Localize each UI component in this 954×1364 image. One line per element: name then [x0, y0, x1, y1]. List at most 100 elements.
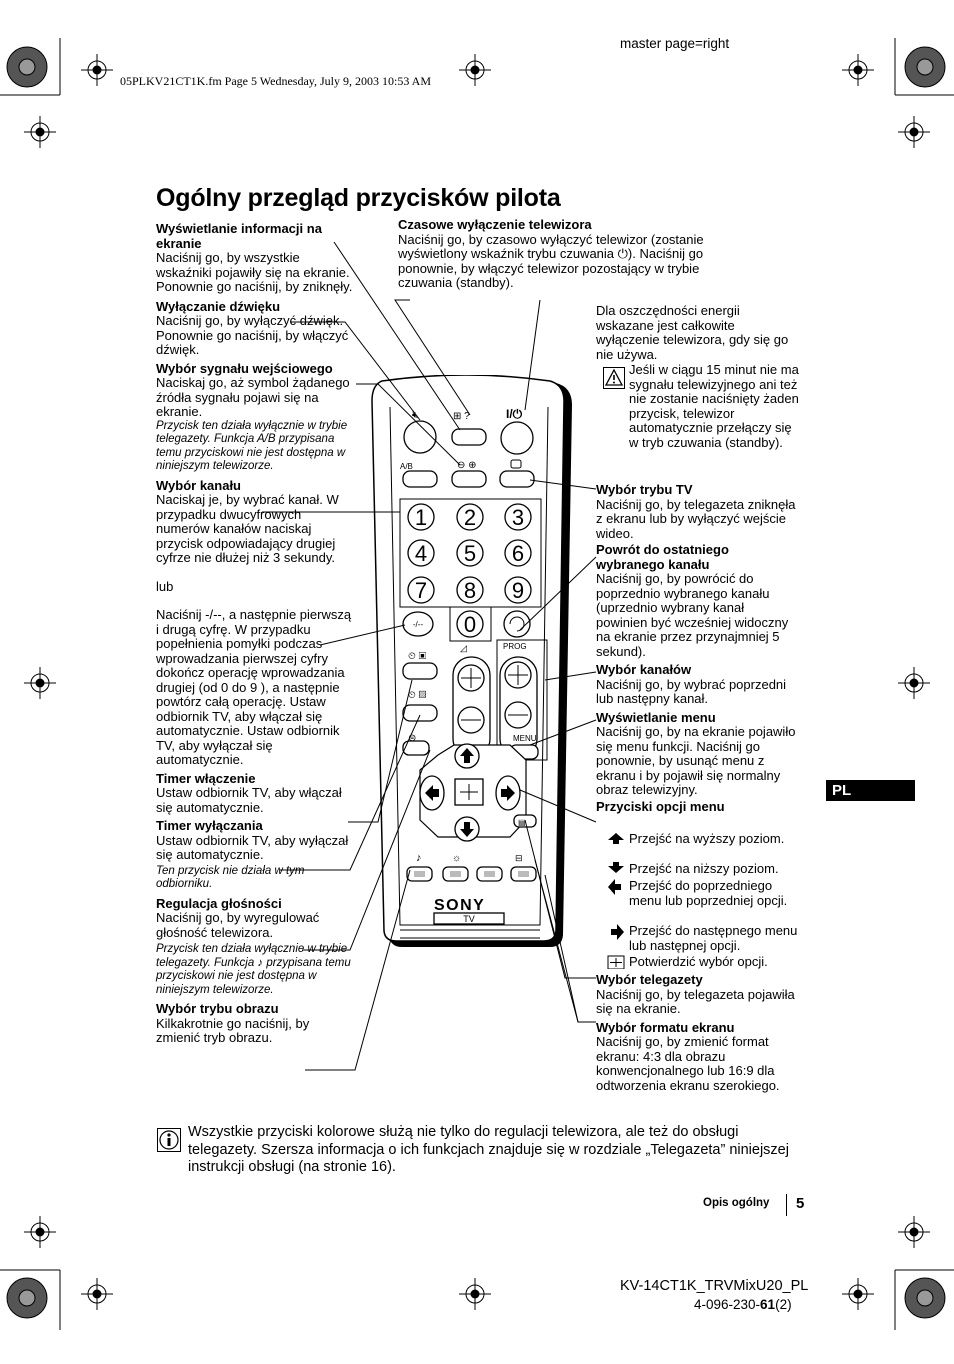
picture-text: Kilkakrotnie go naciśnij, by zmienić try… — [156, 1015, 310, 1045]
mute-title: Wyłączanie dźwięku — [156, 298, 281, 314]
input-title: Wybór sygnału wejściowego — [156, 360, 333, 376]
footer-divider — [786, 1194, 787, 1216]
footer-code: 4-096-230-61(2) — [694, 1297, 792, 1312]
tvmode-title: Wybór trybu TV — [596, 482, 693, 497]
page-title: Ogólny przegląd przycisków pilota — [156, 184, 561, 212]
mute-text: Naciśnij go, by wyłączyć dźwięk. Ponowni… — [156, 313, 349, 357]
dash-text: Naciśnij -/--, a następnie pierwszą i dr… — [156, 607, 352, 767]
svg-text:☼: ☼ — [452, 853, 461, 864]
digit-1: 1 — [415, 505, 427, 530]
opt-up: Przejść na wyższy poziom. — [629, 831, 785, 846]
color-buttons-note: Wszystkie przyciski kolorowe służą nie t… — [188, 1124, 789, 1175]
arrow-left-icon — [608, 879, 621, 895]
opt-right: Przejść do następnego menu lub następnej… — [629, 923, 798, 953]
return-text: Naciśnij go, by powrócić do poprzednio w… — [596, 571, 789, 659]
menu-text: Naciśnij go, by na ekranie pojawiło się … — [596, 724, 796, 797]
format-title: Wybór formatu ekranu — [596, 1019, 735, 1035]
svg-text:♪: ♪ — [416, 852, 422, 864]
mute-button — [403, 420, 437, 454]
digit-4: 4 — [415, 541, 427, 566]
ab-button — [402, 470, 438, 488]
timer-on-text: Ustaw odbiornik TV, aby włączał się auto… — [156, 785, 342, 815]
timer-off-button — [402, 704, 438, 722]
info-icon — [157, 1128, 181, 1152]
top-column: Czasowe wyłączenie telewizora Naciśnij g… — [398, 217, 753, 291]
footer-section: Opis ogólny — [703, 1197, 770, 1209]
code-suffix: (2) — [775, 1297, 792, 1312]
return-title: Powrót do ostatniego wybranego kanału — [596, 542, 729, 572]
tv-mode-button — [499, 470, 535, 488]
volume-note: Przycisk ten działa wyłącznie w trybie t… — [156, 943, 351, 996]
right-column-bottom: Wybór telegazety Naciśnij go, by telegaz… — [596, 972, 801, 1093]
timer-on-button — [402, 662, 438, 680]
ab-label: A/B — [400, 462, 413, 471]
digit-9: 9 — [512, 578, 524, 603]
file-info: 05PLKV21CT1K.fm Page 5 Wednesday, July 9… — [120, 74, 432, 88]
timer-on-title: Timer włączenie — [156, 770, 256, 786]
svg-text:⊟: ⊟ — [515, 853, 523, 863]
svg-text:⊜: ⊜ — [408, 733, 416, 744]
return-button — [503, 610, 531, 638]
prog-title: Wybór kanałów — [596, 662, 692, 677]
dash-button — [402, 611, 434, 637]
footer-model: KV-14CT1K_TRVMixU20_PL — [620, 1278, 809, 1294]
svg-text:🔇︎: 🔇︎ — [412, 410, 418, 421]
timer-off-text: Ustaw odbiornik TV, aby wyłączał się aut… — [156, 832, 349, 862]
opt-ok: Potwierdzić wybór opcji. — [629, 954, 768, 969]
channel-title: Wybór kanału — [156, 477, 242, 493]
opt-down: Przejść na niższy poziom. — [629, 861, 779, 876]
right-column: Wybór trybu TV Naciśnij go, by telegazet… — [596, 482, 796, 814]
menu-label: MENU — [513, 734, 537, 743]
brand-mark: SONY — [434, 897, 485, 914]
digit-6: 6 — [512, 541, 524, 566]
opt-left: Przejść do poprzedniego menu lub poprzed… — [629, 878, 788, 908]
info-title: Wyświetlanie informacji na ekranie — [156, 221, 322, 251]
warning-text: Jeśli w ciągu 15 minut nie ma sygnału te… — [629, 362, 799, 450]
svg-text:⊞ ?: ⊞ ? — [453, 411, 470, 422]
remote-control-illustration: .k{fill:#fff;stroke:#000;stroke-width:1.… — [371, 375, 572, 947]
format-text: Naciśnij go, by zmienić format ekranu: 4… — [596, 1034, 780, 1093]
code-bold: 61 — [760, 1297, 776, 1312]
prog-text: Naciśnij go, by wybrać poprzedni lub nas… — [596, 676, 787, 706]
teletext-title: Wybór telegazety — [596, 972, 703, 987]
volume-text: Naciśnij go, by wyregulować głośność tel… — [156, 910, 320, 940]
left-column: Wyświetlanie informacji na ekranie Naciś… — [156, 221, 356, 1046]
sleep-text: Naciśnij go, by czasowo wyłączyć telewiz… — [398, 231, 704, 290]
volume-title: Regulacja głośności — [156, 895, 282, 911]
code-prefix: 4-096-230- — [694, 1297, 761, 1312]
tvmode-text: Naciśnij go, by telegazeta zniknęła z ek… — [596, 496, 796, 541]
arrow-up-icon — [608, 833, 624, 844]
options-title: Przyciski opcji menu — [596, 798, 725, 814]
channel-text: Naciskaj je, by wybrać kanał. W przypadk… — [156, 492, 339, 565]
digit-7: 7 — [415, 578, 427, 603]
or-text: lub — [156, 578, 174, 594]
arrow-down-icon — [608, 862, 624, 873]
digit-3: 3 — [512, 505, 524, 530]
svg-text:-/--: -/-- — [413, 620, 424, 629]
svg-text:⏲ ▣: ⏲ ▣ — [408, 651, 427, 662]
right-column-top: Dla oszczędności energii wskazane jest c… — [596, 303, 796, 362]
svg-text:◿: ◿ — [460, 643, 467, 653]
power-button — [500, 421, 534, 455]
digit-2: 2 — [464, 505, 476, 530]
svg-text:▤: ▤ — [518, 818, 526, 827]
svg-text:⏲ ▨: ⏲ ▨ — [408, 690, 428, 701]
menu-title: Wyświetlanie menu — [596, 709, 716, 725]
prog-label: PROG — [503, 642, 527, 651]
arrow-right-icon — [611, 924, 624, 940]
svg-text:I/⏻: I/⏻ — [506, 407, 523, 421]
ok-icon — [607, 955, 625, 969]
info-text: Naciśnij go, by wszystkie wskaźniki poja… — [156, 250, 353, 294]
tv-label: TV — [463, 914, 475, 924]
picture-mode-button — [402, 740, 430, 756]
teletext-text: Naciśnij go, by telegazeta pojawiła się … — [596, 986, 795, 1016]
info-button — [451, 428, 487, 446]
input-text: Naciskaj go, aż symbol żądanego źródła s… — [156, 375, 350, 419]
digit-5: 5 — [464, 541, 476, 566]
page-number: 5 — [796, 1195, 805, 1212]
digit-0: 0 — [464, 612, 476, 637]
input-button — [451, 470, 487, 488]
svg-text:⊖ ⊕: ⊖ ⊕ — [457, 460, 477, 471]
